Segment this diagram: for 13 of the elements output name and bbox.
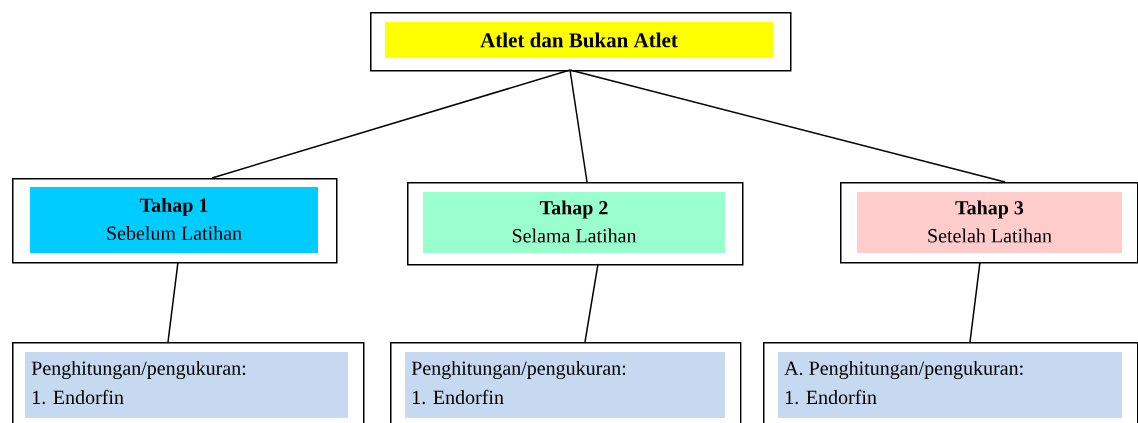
connector-line: [569, 69, 1006, 183]
stage-box: Tahap 2 Selama Latihan: [407, 182, 744, 266]
list-box: Penghitungan/pengukuran: 1. Endorfin: [390, 342, 742, 423]
stage-box: Tahap 1 Sebelum Latihan: [12, 178, 338, 264]
list-box: Penghitungan/pengukuran: 1. Endorfin: [12, 342, 365, 423]
connector-line: [969, 261, 981, 343]
connector-line: [584, 263, 599, 343]
list-box: A. Penghitungan/pengukuran: 1. Endorfin: [763, 342, 1138, 423]
connector-line: [167, 261, 179, 343]
connector-line: [211, 69, 571, 179]
connector-line: [569, 69, 588, 183]
stage-box: Tahap 3 Setelah Latihan: [840, 182, 1138, 264]
title-box: Atlet dan Bukan Atlet: [370, 12, 792, 72]
